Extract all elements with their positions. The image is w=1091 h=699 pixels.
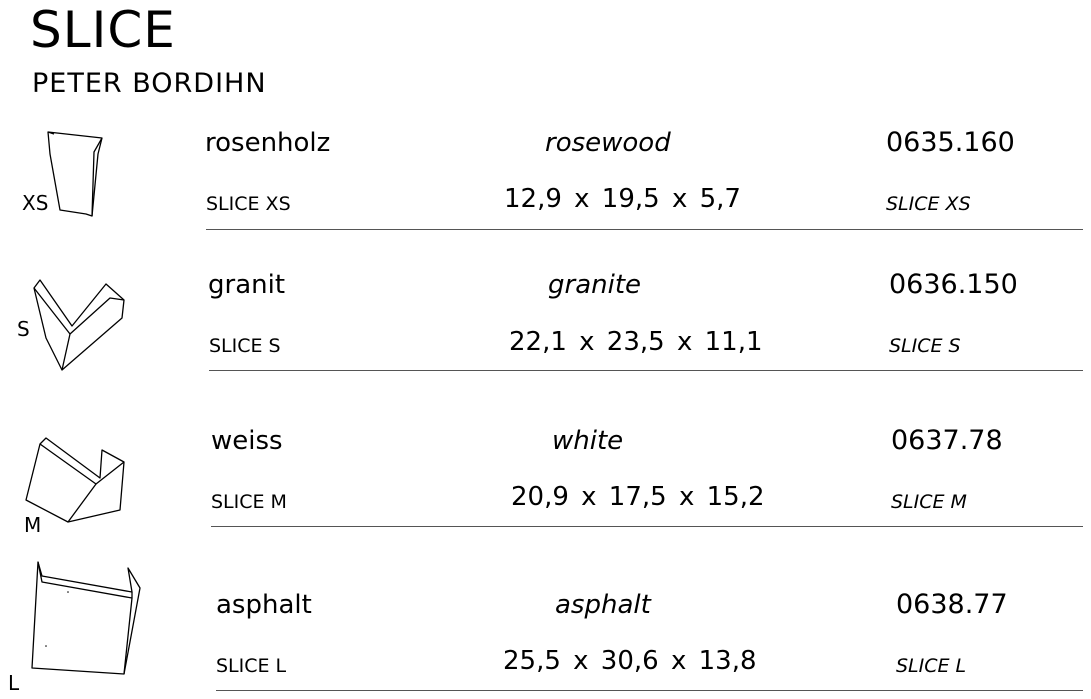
size-code: L <box>8 671 20 695</box>
product-dimensions: 20,9 x 17,5 x 15,2 <box>511 482 765 512</box>
row-divider <box>216 690 1083 691</box>
product-name: SLICE L <box>216 655 287 677</box>
product-name-italic: SLICE XS <box>886 193 971 215</box>
size-code: S <box>17 317 30 341</box>
article-number: 0636.150 <box>889 269 1018 300</box>
product-row-l: L asphalt asphalt 0638.77 SLICE L 25,5 x… <box>0 558 1091 694</box>
material-en: white <box>552 426 624 456</box>
product-dimensions: 12,9 x 19,5 x 5,7 <box>504 184 741 214</box>
product-dimensions: 22,1 x 23,5 x 11,1 <box>509 327 763 357</box>
slice-xs-shape-icon <box>47 131 103 217</box>
slice-l-shape-icon <box>31 561 141 675</box>
designer-name: PETER BORDIHN <box>32 68 267 99</box>
material-de: granit <box>208 270 286 300</box>
material-de: weiss <box>211 426 283 456</box>
material-en: rosewood <box>545 128 671 158</box>
product-name: SLICE M <box>211 491 287 513</box>
product-name-italic: SLICE L <box>896 655 967 677</box>
product-name: SLICE S <box>209 335 281 357</box>
article-number: 0637.78 <box>891 425 1003 456</box>
article-number: 0638.77 <box>896 589 1008 620</box>
row-divider <box>206 229 1083 230</box>
material-de: asphalt <box>216 590 312 620</box>
size-code: XS <box>22 191 49 215</box>
product-name-italic: SLICE S <box>889 335 961 357</box>
article-number: 0635.160 <box>886 127 1015 158</box>
material-en: granite <box>548 270 642 300</box>
product-name: SLICE XS <box>206 193 291 215</box>
product-dimensions: 25,5 x 30,6 x 13,8 <box>503 646 757 676</box>
page-title: SLICE <box>30 1 176 59</box>
row-divider <box>211 526 1083 527</box>
row-divider <box>209 370 1083 371</box>
size-code: M <box>24 513 42 537</box>
product-row-m: M weiss white 0637.78 SLICE M 20,9 x 17,… <box>0 418 1091 536</box>
product-row-s: S granit granite 0636.150 SLICE S 22,1 x… <box>0 262 1091 374</box>
product-name-italic: SLICE M <box>891 491 967 513</box>
material-en: asphalt <box>555 590 651 620</box>
material-de: rosenholz <box>205 128 331 158</box>
slice-m-shape-icon <box>25 437 125 523</box>
product-row-xs: XS rosenholz rosewood 0635.160 SLICE XS … <box>0 120 1091 232</box>
slice-s-shape-icon <box>33 279 125 371</box>
